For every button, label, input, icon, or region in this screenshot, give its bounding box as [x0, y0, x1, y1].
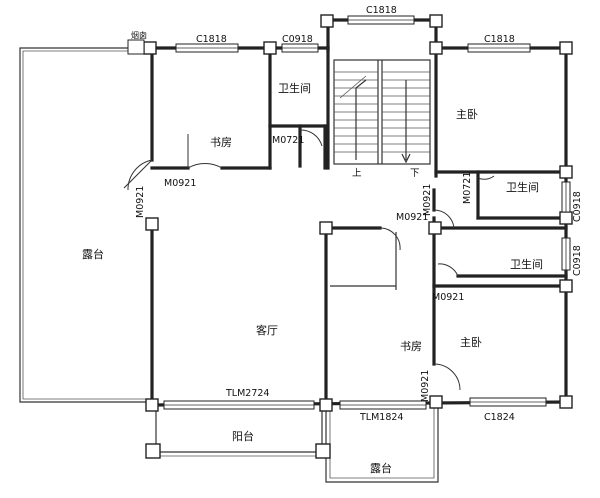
- stair-up-mark: 上: [352, 168, 362, 179]
- label-c0918-right2: C0918: [572, 245, 583, 276]
- label-m0921-vertical2: M0921: [422, 184, 433, 216]
- label-m0921-corridor: M0921: [396, 212, 428, 223]
- columns: [127, 14, 573, 459]
- room-terrace-left: 露台: [82, 247, 104, 261]
- label-tlm2724: TLM2724: [225, 388, 269, 399]
- room-bath-top: 卫生间: [278, 81, 311, 95]
- room-living: 客厅: [256, 323, 278, 337]
- label-c1818-right: C1818: [484, 34, 515, 45]
- label-m0921-bottom: M0921: [420, 370, 431, 402]
- windows: [163, 15, 571, 410]
- label-c1818-left: C1818: [196, 34, 227, 45]
- label-m0921-right-mid: M0921: [432, 292, 464, 303]
- staircase: [333, 59, 431, 165]
- label-m0921-vertical: M0921: [135, 186, 146, 218]
- exterior-walls: [148, 18, 568, 407]
- stair-down-mark: 下: [410, 168, 420, 179]
- room-terrace-bottom: 露台: [370, 461, 392, 475]
- room-study-top: 书房: [210, 136, 232, 149]
- room-bath-right-mid: 卫生间: [510, 257, 543, 271]
- label-chimney: 烟囱: [131, 30, 147, 40]
- room-master-top: 主卧: [456, 108, 478, 121]
- label-m0921-study: M0921: [164, 178, 196, 189]
- label-c1818-stair: C1818: [366, 5, 397, 16]
- label-c1824: C1824: [484, 412, 515, 423]
- label-tlm1824: TLM1824: [359, 412, 403, 423]
- room-balcony: 阳台: [232, 429, 254, 443]
- label-c0918-right1: C0918: [572, 191, 583, 222]
- room-bath-right-top: 卫生间: [506, 180, 539, 194]
- room-master-bottom: 主卧: [460, 336, 482, 349]
- doors: [123, 129, 495, 391]
- label-c0918-top: C0918: [282, 34, 313, 45]
- room-study-mid: 书房: [400, 340, 422, 353]
- label-m0721-left: M0721: [272, 135, 304, 146]
- label-m0721-right: M0721: [462, 172, 473, 204]
- interior-walls: [150, 46, 568, 404]
- terrace-left-outline: [19, 47, 152, 403]
